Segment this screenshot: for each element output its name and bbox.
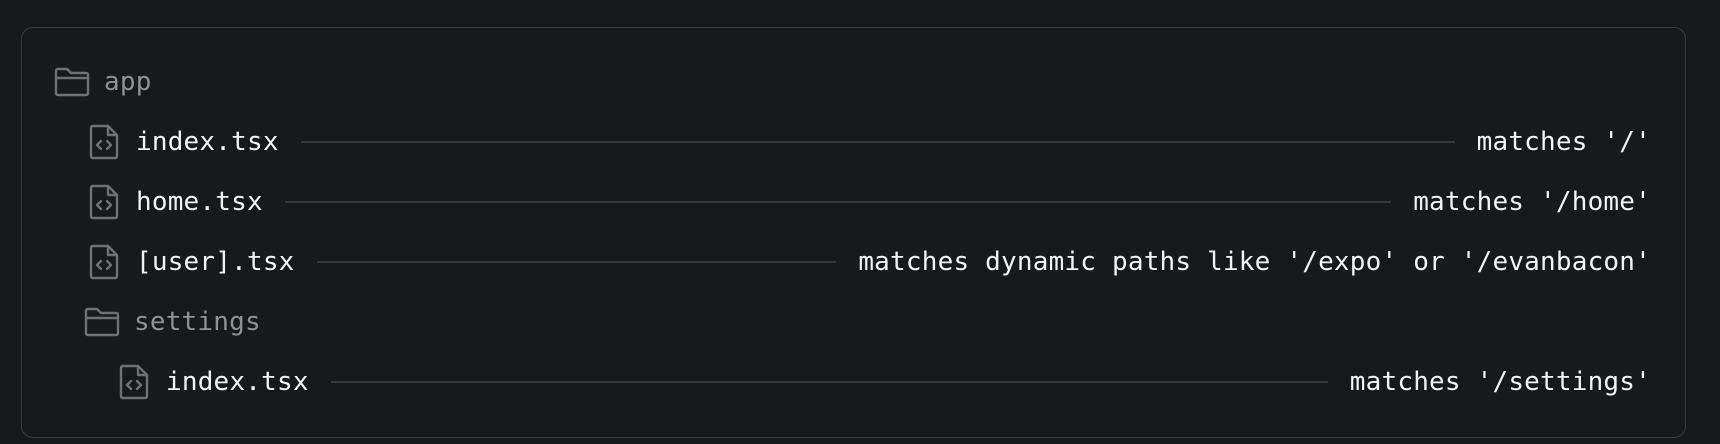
route-description: matches '/home' <box>1413 187 1651 217</box>
leader-line <box>284 201 1392 203</box>
route-description: matches dynamic paths like '/expo' or '/… <box>858 247 1651 277</box>
code-file-icon <box>86 124 122 160</box>
folder-name: settings <box>134 307 261 337</box>
leader-line <box>330 381 1328 383</box>
file-name: index.tsx <box>136 127 279 157</box>
tree-folder-app[interactable]: app <box>54 62 1651 102</box>
tree-folder-settings[interactable]: settings <box>84 302 1651 342</box>
folder-name: app <box>104 67 152 97</box>
file-tree-panel: app index.tsx matches '/' home.tsx <box>21 27 1686 438</box>
file-name: home.tsx <box>136 187 263 217</box>
folder-icon <box>84 304 120 340</box>
code-file-icon <box>86 244 122 280</box>
code-file-icon <box>86 184 122 220</box>
route-description: matches '/' <box>1476 127 1651 157</box>
leader-line <box>316 261 837 263</box>
tree-file-index[interactable]: index.tsx matches '/' <box>86 122 1651 162</box>
tree-file-home[interactable]: home.tsx matches '/home' <box>86 182 1651 222</box>
tree-file-user[interactable]: [user].tsx matches dynamic paths like '/… <box>86 242 1651 282</box>
tree-file-settings-index[interactable]: index.tsx matches '/settings' <box>116 362 1651 402</box>
folder-icon <box>54 64 90 100</box>
file-name: index.tsx <box>166 367 309 397</box>
code-file-icon <box>116 364 152 400</box>
route-description: matches '/settings' <box>1349 367 1651 397</box>
file-name: [user].tsx <box>136 247 295 277</box>
leader-line <box>300 141 1455 143</box>
